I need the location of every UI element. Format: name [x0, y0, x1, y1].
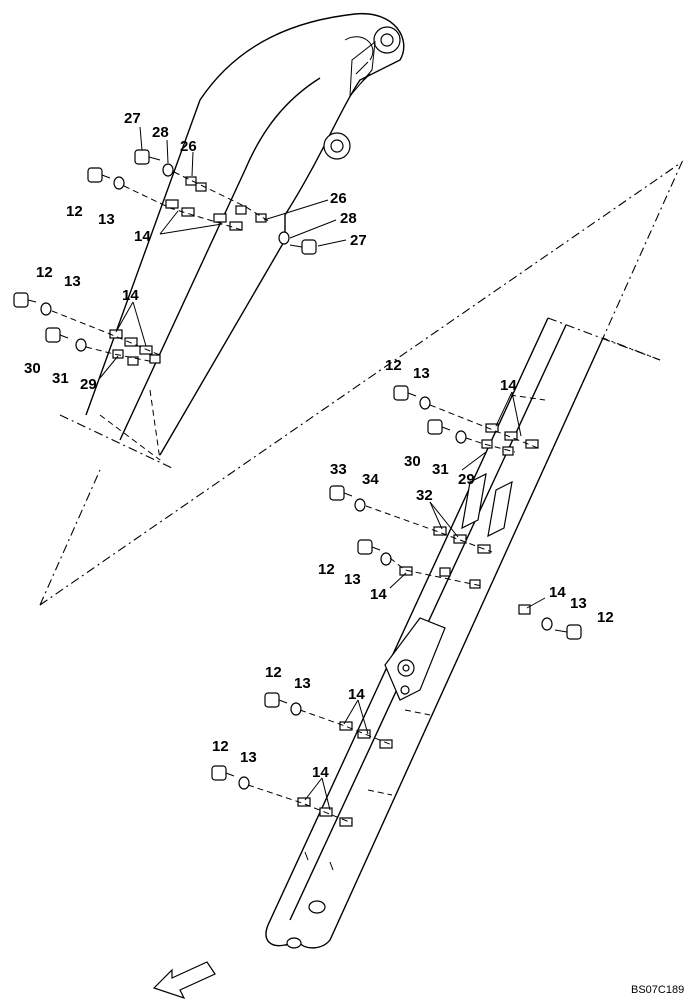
callout-13: 13 [240, 749, 257, 766]
callout-14: 14 [370, 586, 387, 603]
callout-12: 12 [385, 357, 402, 374]
callout-12: 12 [597, 609, 614, 626]
leader-lines [99, 126, 546, 811]
callout-12: 12 [36, 264, 53, 281]
callout-28: 28 [340, 210, 357, 227]
callout-29: 29 [80, 376, 97, 393]
callout-26: 26 [330, 190, 347, 207]
clamp-parts [109, 176, 539, 827]
callout-28: 28 [152, 124, 169, 141]
boom-upper-section [85, 13, 405, 461]
drawing-code: BS07C189 [631, 984, 684, 996]
callout-27: 27 [350, 232, 367, 249]
callout-13: 13 [98, 211, 115, 228]
callout-31: 31 [52, 370, 69, 387]
callout-labels: 27 28 26 12 13 14 26 28 27 12 13 14 30 3… [24, 110, 614, 781]
assembly-lines [51, 171, 539, 824]
callout-14: 14 [348, 686, 365, 703]
callout-12: 12 [66, 203, 83, 220]
callout-14: 14 [312, 764, 329, 781]
callout-13: 13 [413, 365, 430, 382]
callout-27: 27 [124, 110, 141, 127]
callout-30: 30 [24, 360, 41, 377]
callout-13: 13 [344, 571, 361, 588]
callout-12: 12 [265, 664, 282, 681]
callout-12: 12 [318, 561, 335, 578]
callout-14: 14 [549, 584, 566, 601]
break-outline [39, 160, 684, 606]
callout-26: 26 [180, 138, 197, 155]
front-direction-arrow-icon [152, 961, 216, 1000]
bolts-washers [13, 149, 582, 790]
callout-14: 14 [134, 228, 151, 245]
callout-29: 29 [458, 471, 475, 488]
callout-31: 31 [432, 461, 449, 478]
callout-30: 30 [404, 453, 421, 470]
callout-33: 33 [330, 461, 347, 478]
callout-13: 13 [294, 675, 311, 692]
callout-14: 14 [122, 287, 139, 304]
callout-32: 32 [416, 487, 433, 504]
callout-12: 12 [212, 738, 229, 755]
boom-lower-section [265, 317, 604, 949]
callout-13: 13 [570, 595, 587, 612]
callout-34: 34 [362, 471, 379, 488]
callout-13: 13 [64, 273, 81, 290]
callout-14: 14 [500, 377, 517, 394]
